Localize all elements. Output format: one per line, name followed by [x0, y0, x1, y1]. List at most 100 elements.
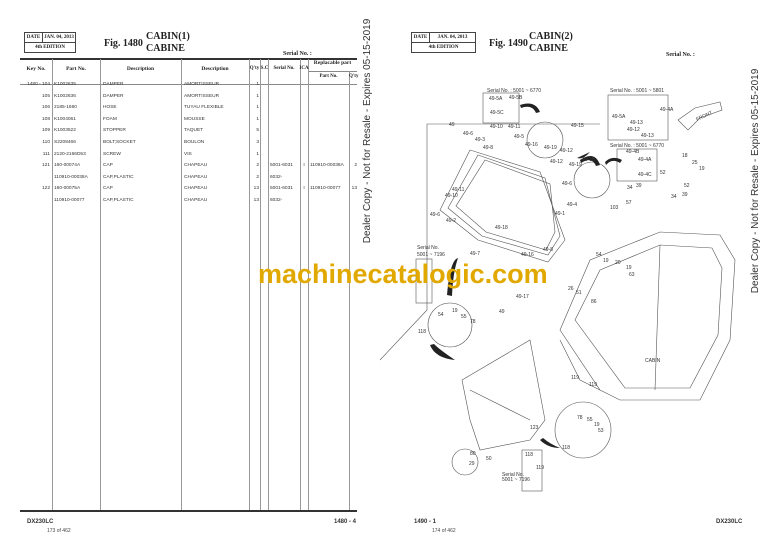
cell-description-en: STOPPER	[103, 128, 126, 134]
cell-description-fr: BOULON	[184, 140, 205, 145]
callout-label: Serial No.	[502, 472, 524, 478]
cell-part-no: S2208466	[54, 140, 76, 145]
cell-key-no: 111	[42, 151, 50, 157]
cell-key-no: 106	[41, 105, 50, 111]
callout-label: 29	[469, 461, 475, 467]
callout-label: 5001 ~ 7196	[502, 477, 530, 483]
callout-label: 54	[596, 252, 602, 258]
callout-label: 5001 ~ 7196	[417, 252, 445, 258]
date-value: JAN. 04, 2013	[44, 35, 74, 40]
col-rep-part-no: Part No.	[319, 74, 338, 79]
callout-label: 49-5A	[489, 96, 503, 102]
callout-label: 49-17	[516, 294, 529, 300]
callout-label: 49-13	[641, 133, 654, 139]
callout-label: 49-7	[470, 251, 480, 257]
callout-label: Serial No. : 5001 ~ 6770	[487, 88, 541, 94]
callout-label: 54	[438, 312, 444, 318]
callout-label: 34	[627, 185, 633, 191]
cell-qty: 2	[256, 174, 259, 180]
title-english: CABIN(2)	[529, 31, 573, 42]
cell-serial-no: 5001-6031	[270, 163, 293, 169]
callout-label: 49-10	[445, 193, 458, 199]
callout-label: FRONT	[695, 110, 713, 123]
callout-label: 49	[449, 122, 455, 128]
callout-label: 49-4A	[638, 157, 652, 163]
callout-label: 34	[671, 194, 677, 200]
cell-part-no: 160-00075A	[54, 186, 81, 192]
cell-part-no: K1002636	[54, 93, 76, 99]
model-right: DX230LC	[716, 519, 743, 525]
cell-qty: 3	[256, 140, 259, 145]
callout-label: 18	[682, 153, 688, 159]
date-label: DATE	[25, 33, 43, 42]
callout-label: CABIN	[645, 358, 661, 364]
table-top-rule	[20, 58, 357, 60]
cell-qty: 5	[256, 128, 259, 134]
cell-qty: 1	[256, 105, 259, 111]
callout-label: 118	[562, 445, 570, 451]
cell-replace-part-no: 110910-00077	[310, 186, 341, 192]
callout-label: 20	[615, 260, 621, 266]
cell-key-no: 122	[41, 186, 50, 192]
cell-key-no: 110	[42, 140, 50, 145]
cell-replace-qty: 13	[351, 186, 357, 192]
header-rule	[20, 84, 357, 85]
cabin-frame	[559, 231, 736, 401]
cell-key-no: 121	[41, 163, 50, 169]
cell-description-en: CAP,PLASTIC	[103, 174, 134, 180]
door-panel	[461, 339, 546, 451]
cell-key-no: 109	[41, 128, 50, 134]
page-title-right: CABIN(2) CABINE	[529, 31, 573, 55]
edition: 4th EDITION	[35, 45, 65, 50]
column-divider	[349, 71, 350, 510]
table-bottom-rule	[20, 510, 357, 512]
callout-label: 49-1	[555, 211, 565, 217]
page-ref-left: 1480 - 4	[334, 519, 357, 525]
cell-ica: I	[303, 186, 305, 192]
callout-label: 49-6	[562, 181, 572, 187]
cell-part-no: 2120-2166D53	[54, 151, 86, 157]
callout-label: 52	[660, 170, 666, 176]
cell-key-no: 105	[41, 93, 50, 99]
callout-label: 49-4B	[626, 149, 640, 155]
cell-description-fr: TAQUET	[184, 128, 204, 134]
callout-label: 53	[598, 428, 604, 434]
callout-label: 49	[499, 309, 505, 315]
callout-label: 49-11	[508, 124, 521, 130]
callout-label: 119	[571, 375, 579, 381]
callout-label: 118	[418, 329, 426, 335]
cell-qty: 13	[253, 186, 259, 192]
callout-label: 49-16	[525, 142, 538, 148]
edition: 4th EDITION	[428, 45, 459, 50]
cell-replace-qty: 2	[354, 163, 357, 169]
callout-label: 49-5A	[612, 114, 626, 120]
cell-part-no: K1003522	[54, 128, 76, 134]
callout-label: 49-8	[543, 247, 553, 253]
date-value: JAN. 04, 2013	[437, 35, 468, 40]
cell-description-en: CAP	[103, 186, 113, 192]
callout-label: 39	[682, 192, 688, 198]
callout-label: 49-11	[452, 187, 465, 193]
callout-label: 49-12	[550, 159, 563, 165]
cell-description-fr: AMORTISSEUR	[184, 93, 220, 99]
callout-label: 49-15	[582, 157, 595, 163]
cell-serial-no: 6032-	[270, 174, 283, 180]
serial-label: Serial No. :	[283, 51, 312, 57]
callout-label: 86	[591, 299, 597, 305]
watermark-dealer-copy-left: Dealer Copy - Not for Resale - Expires 0…	[362, 18, 373, 244]
column-divider	[308, 59, 309, 510]
callout-label: Serial No. : 5001 ~ 6770	[610, 143, 664, 149]
callout-label: 63	[629, 272, 635, 278]
date-label: DATE	[412, 33, 430, 42]
detail-circle-catch	[451, 448, 479, 476]
cell-description-en: CAP,PLASTIC	[103, 198, 134, 203]
callout-label: 19	[452, 308, 458, 314]
cell-key-no: 108	[41, 116, 50, 122]
callout-label: 49-10	[490, 124, 503, 130]
column-divider	[249, 59, 250, 510]
cell-serial-no: 5001-6031	[270, 186, 293, 192]
cell-qty: 1	[256, 151, 259, 157]
callout-label: 49-8	[483, 145, 493, 151]
page-ref-right: 1490 - 1	[414, 519, 437, 525]
